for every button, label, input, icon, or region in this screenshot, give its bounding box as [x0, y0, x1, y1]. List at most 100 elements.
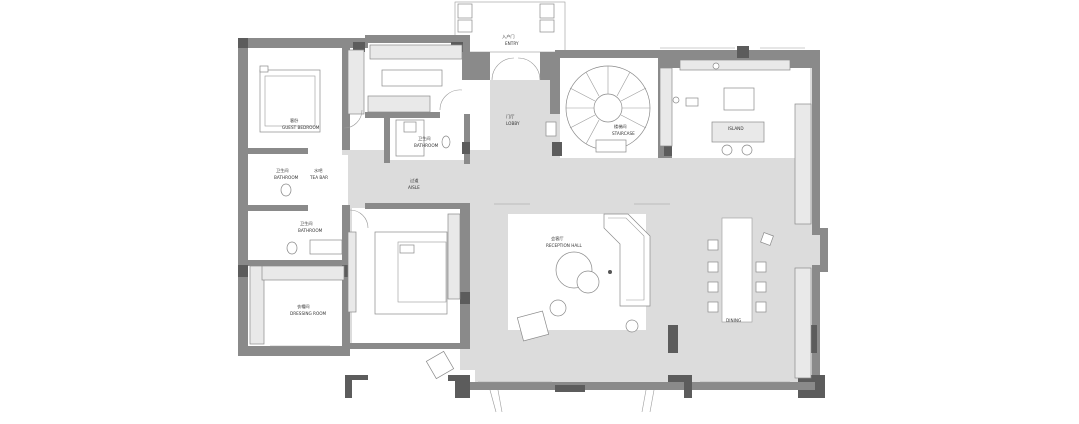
wall-right-bump: [820, 228, 828, 272]
cabinet-low: [367, 95, 431, 113]
spiral-staircase: [565, 65, 651, 153]
cabinet-right: [794, 103, 812, 225]
porch-chair: [539, 3, 555, 19]
wardrobe-bed: [447, 213, 461, 300]
decor-dot: [608, 270, 612, 274]
column: [238, 265, 248, 277]
label-dressing-en: DRESSING ROOM: [290, 311, 327, 316]
wall-left-top: [238, 38, 368, 48]
wardrobe-left: [249, 265, 265, 345]
label-bath-mid-en: BATHROOM: [298, 228, 323, 233]
corner-wall: [345, 375, 368, 398]
toilet: [441, 135, 451, 149]
wall-left-bottom: [238, 346, 350, 356]
kitchen-counter-t: [679, 59, 791, 71]
wall-top-rooms-top: [365, 35, 468, 43]
label-aisle-en: AISLE: [408, 185, 420, 190]
column: [353, 42, 365, 52]
counter: [381, 69, 443, 87]
wall-top-main: [555, 50, 820, 58]
label-bathroom-top-cn: 卫生间: [418, 135, 431, 142]
cabinet-right-low: [794, 267, 812, 379]
kitchen-counter-l: [659, 67, 673, 147]
toilet: [280, 183, 292, 197]
label-entry-cn: 入户门: [502, 33, 515, 40]
dining-table: [721, 217, 753, 323]
wall-top-rooms-right: [462, 35, 470, 80]
wall-bedroom-bottom: [350, 343, 470, 349]
side-unit: [545, 121, 557, 137]
label-tea-cn: 水吧: [314, 167, 323, 173]
label-bath-mid-cn: 卫生间: [300, 220, 313, 227]
column: [238, 38, 248, 48]
label-reception-cn: 会客厅: [551, 235, 564, 242]
bedroom-bed-frame: [397, 241, 447, 303]
bedroom-pillow: [399, 244, 415, 254]
label-bathroom-top-en: BATHROOM: [414, 143, 439, 148]
wall-guest-bottom: [248, 148, 308, 154]
porch-chair: [539, 19, 555, 33]
column: [552, 142, 562, 156]
label-reception-en: RECEPTION HALL: [546, 243, 583, 248]
sofa: [603, 213, 651, 333]
wall-stair-left: [550, 58, 560, 114]
wall-bath-left: [248, 205, 308, 211]
wall-bath-top-right: [464, 114, 470, 164]
label-entry-en: ENTRY: [505, 41, 519, 46]
toilet: [286, 241, 298, 255]
porch-chair: [457, 19, 473, 33]
door-leaf: [497, 389, 503, 413]
label-staircase-en: STAIRCASE: [612, 131, 635, 136]
armchair: [425, 350, 455, 380]
column: [737, 46, 749, 58]
kitchen-hob: [723, 87, 755, 111]
door-leaf: [649, 389, 655, 413]
wall-left-outer: [238, 38, 248, 356]
wall-bedroom-right: [460, 203, 470, 348]
door-leaf: [489, 389, 497, 413]
wall-bottom-main: [470, 382, 820, 390]
corner-wall: [448, 375, 470, 398]
cabinet-top: [369, 44, 463, 60]
wall-shelf: [347, 231, 357, 313]
sink: [712, 62, 720, 70]
door-arc: [343, 109, 363, 129]
corner-wall: [555, 385, 585, 392]
wall-top-rooms-bottom: [365, 112, 440, 118]
wall-bedroom-top: [365, 203, 465, 209]
basin: [403, 121, 417, 133]
column: [460, 292, 470, 304]
wall-mid-vertical: [342, 48, 350, 150]
wall-tea-bottom: [248, 260, 348, 266]
label-tea-en: TEA BAR: [309, 175, 328, 180]
label-island-en: ISLAND: [728, 126, 744, 131]
stool: [741, 144, 753, 156]
label-guest-bedroom-en: GUEST BEDROOM: [282, 125, 320, 130]
label-staircase-cn: 楼梯间: [614, 123, 627, 130]
kitchen-area: [672, 68, 810, 158]
guest-bed-frame: [264, 75, 316, 127]
label-dressing-cn: 衣帽间: [297, 303, 310, 310]
door-arc: [491, 57, 515, 81]
armchair: [516, 310, 550, 342]
fridge-knob: [672, 96, 680, 104]
corner-wall: [668, 375, 692, 398]
label-aisle-cn: 过道: [410, 177, 419, 184]
door-arc: [439, 89, 463, 111]
column: [668, 325, 678, 353]
wall-right-outer: [812, 50, 820, 235]
tv-unit: [685, 97, 699, 107]
vanity: [309, 239, 343, 255]
wall-mid-lower: [342, 205, 350, 353]
label-bath-left-en: BATHROOM: [274, 175, 299, 180]
side-table: [576, 270, 600, 294]
column: [462, 142, 470, 154]
door-arc: [517, 57, 541, 81]
dining-chairs: [707, 232, 774, 313]
porch-chair: [457, 3, 473, 19]
nightstand: [259, 65, 269, 73]
door-leaf: [641, 389, 647, 413]
kitchen-island: [711, 121, 765, 143]
label-guest-bedroom-cn: 客卧: [290, 117, 298, 124]
